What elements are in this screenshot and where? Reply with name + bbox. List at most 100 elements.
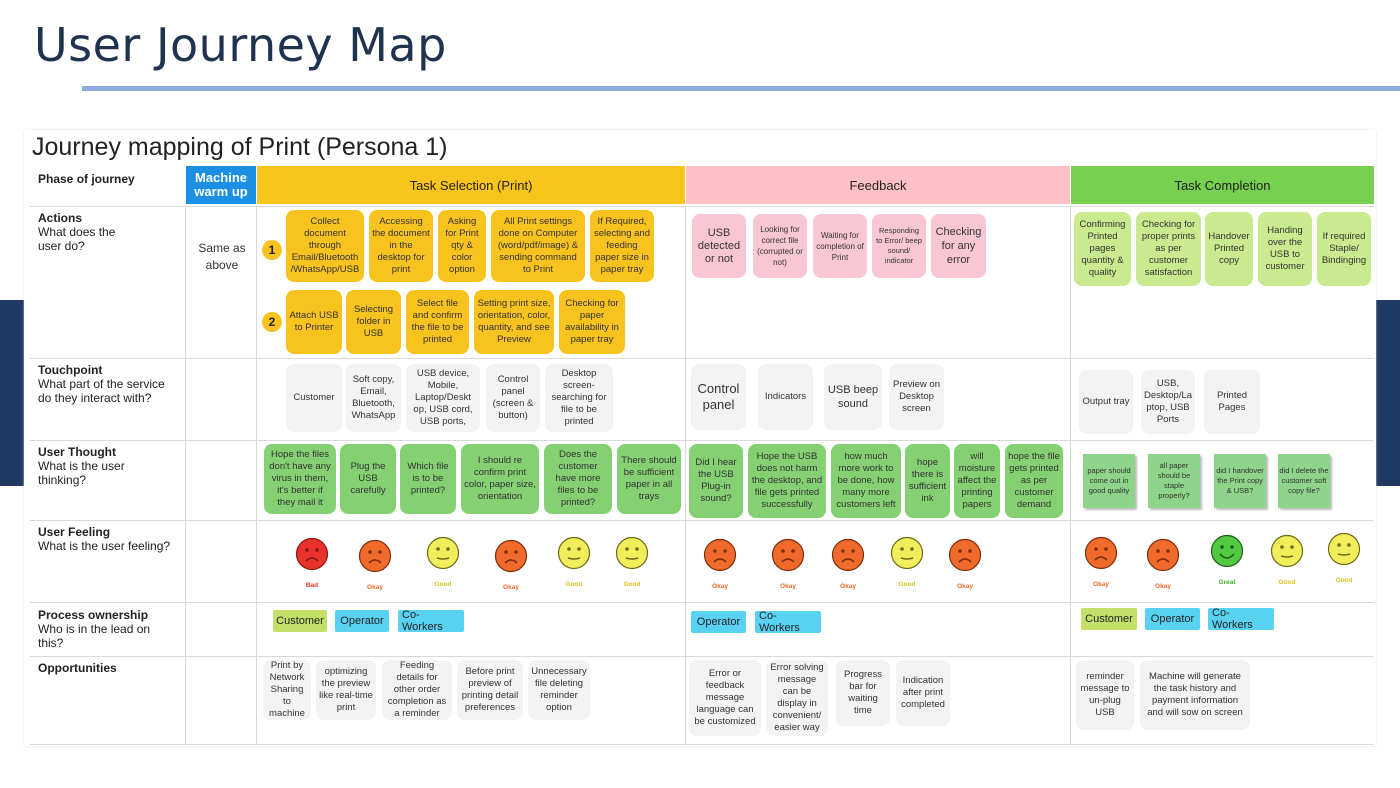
opportunity-card: Feeding details for other order completi… [382,660,452,720]
title-underline [82,86,1400,91]
feeling-label: Okay [1093,581,1109,588]
thought-card: Plug the USB carefully [340,444,396,514]
action-card: All Print settings done on Computer (wor… [491,210,585,282]
touchpoint-card: Indicators [758,364,813,430]
owner-tag-customer: Customer [273,610,327,632]
feeling-label: Good [623,581,641,588]
opportunity-card: Unnecessary file deleting reminder optio… [528,660,590,720]
thought-sticky: did I delete the customer soft copy file… [1278,454,1330,508]
okay-face-icon [831,538,865,572]
action-card: Confirming Printed pages quantity & qual… [1074,212,1131,286]
opportunity-card: Print by Network Sharing to machine [263,660,311,720]
owner-tag-customer: Customer [1081,608,1137,630]
thought-card: will moisture affect the printing papers [954,444,1000,518]
thought-card: hope there is sufficient ink [905,444,950,518]
opportunity-card: Error solving message can be display in … [766,660,828,736]
grid-vline [185,206,186,744]
feeling-label: Okay [367,584,383,591]
good-face-icon [1270,534,1304,568]
opportunity-card: Machine will generate the task history a… [1140,660,1250,730]
opportunity-card: Indication after print completed [896,660,950,726]
action-card: Responding to Error/ beep sound/ indicat… [872,214,926,278]
thought-card: hope the file gets printed as per custom… [1005,444,1063,518]
thought-card: Hope the USB does not harm the desktop, … [748,444,826,518]
owner-tag-operator: Operator [1145,608,1200,630]
thought-sticky: paper should come out in good quality [1083,454,1135,508]
feeling-label: Good [1278,579,1296,586]
touchpoint-card: Control panel [691,364,746,430]
okay-face-icon [771,538,805,572]
grid-hline [30,602,1374,603]
page-title: User Journey Map [34,18,447,72]
action-card: Setting print size, orientation, color, … [474,290,554,354]
good-face-icon [426,536,460,570]
action-card: Checking for paper availability in paper… [559,290,625,354]
action-card: Accessing the document in the desktop fo… [369,210,433,282]
feeling-label: Good [434,581,452,588]
action-card: Selecting folder in USB [346,290,401,354]
action-card: USB detected or not [692,214,746,278]
action-card: Asking for Print qty & color option [438,210,486,282]
owner-tag-coworkers: Co-Workers [1208,607,1274,631]
step-badge: 1 [262,240,282,260]
left-side-band [0,300,26,486]
feeling-label: Okay [957,583,973,590]
owner-tag-operator: Operator [335,610,389,632]
grid-vline [256,206,257,744]
journey-subtitle: Journey mapping of Print (Persona 1) [32,133,448,161]
feeling-label: Good [565,581,583,588]
action-card: Attach USB to Printer [286,290,342,354]
feeling-label: Okay [1155,583,1171,590]
action-card: Checking for proper prints as per custom… [1136,212,1201,286]
grid-hline [30,744,1374,745]
action-card: Handing over the USB to customer [1258,212,1312,286]
action-card: Looking for correct file (corrupted or n… [753,214,807,278]
right-side-band [1374,300,1400,486]
good-face-icon [1327,532,1361,566]
good-face-icon [615,536,649,570]
feeling-label: Okay [503,584,519,591]
thought-card: Did I hear the USB Plug-in sound? [689,444,743,518]
grid-hline [30,656,1374,657]
touchpoint-card: Desktop screen-searching for file to be … [545,364,613,432]
good-face-icon [890,536,924,570]
action-card: If required Staple/ Bindinging [1317,212,1371,286]
feeling-label: Okay [712,583,728,590]
thought-sticky: all paper should be staple properly? [1148,454,1200,508]
thought-card: I should re confirm print color, paper s… [461,444,539,514]
okay-face-icon [494,539,528,573]
thought-card: There should be sufficient paper in all … [617,444,681,514]
grid-hline [30,206,1374,207]
action-card: Waiting for completion of Print [813,214,867,278]
feeling-label: Okay [780,583,796,590]
touchpoint-card: Control panel (screen & button) [486,364,540,432]
warmup-note: Same as above [198,241,246,272]
phase-warmup: Machine warm up [186,166,256,204]
feeling-label: Bad [305,582,319,589]
action-card: Checking for any error [931,214,986,278]
feeling-label: Okay [840,583,856,590]
touchpoint-card: Preview on Desktop screen [889,364,944,430]
grid-vline [1070,206,1071,744]
touchpoint-card: Customer [286,364,342,432]
action-card: Select file and confirm the file to be p… [406,290,469,354]
bad-face-icon [295,537,329,571]
grid-vline [685,206,686,744]
thought-card: Hope the files don't have any virus in t… [264,444,336,514]
touchpoint-card: Output tray [1079,370,1133,434]
okay-face-icon [948,538,982,572]
thought-sticky: did I handover the Print copy & USB? [1214,454,1266,508]
action-card: Handover Printed copy [1205,212,1253,286]
row-label-phase: Phase of journey [38,172,135,186]
okay-face-icon [358,539,392,573]
grid-hline [30,520,1374,521]
touchpoint-card: Soft copy, Email, Bluetooth, WhatsApp [346,364,401,432]
row-label-opportunities: Opportunities [38,661,117,675]
touchpoint-card: Printed Pages [1204,370,1260,434]
action-card: Collect document through Email/Bluetooth… [286,210,364,282]
